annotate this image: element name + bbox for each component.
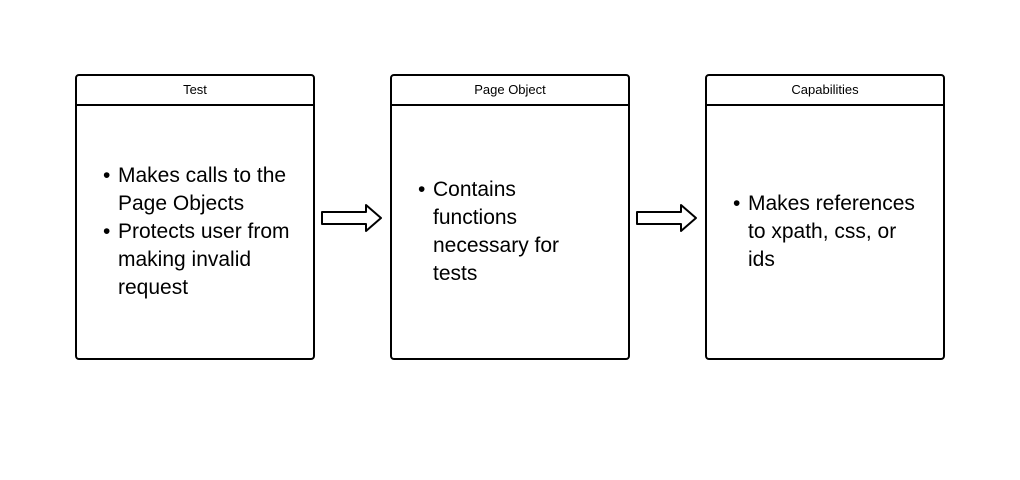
capabilities-box-title: Capabilities [707,76,943,106]
capabilities-bullet-references: Makes references to xpath, css, or ids [733,190,923,274]
page-object-box-body: Contains functions necessary for tests [392,106,628,358]
page-object-bullet-functions: Contains functions necessary for tests [418,176,588,288]
test-bullet-protects-user: Protects user from making invalid reques… [103,218,293,302]
capabilities-box: Capabilities Makes references to xpath, … [705,74,945,360]
test-box-bullets: Makes calls to the Page Objects Protects… [77,162,293,302]
test-box: Test Makes calls to the Page Objects Pro… [75,74,315,360]
page-object-box-bullets: Contains functions necessary for tests [392,176,588,288]
right-arrow-icon [636,204,697,232]
capabilities-box-bullets: Makes references to xpath, css, or ids [707,190,923,274]
right-arrow-icon [321,204,382,232]
page-object-box-title: Page Object [392,76,628,106]
test-bullet-make-calls: Makes calls to the Page Objects [103,162,293,218]
test-box-body: Makes calls to the Page Objects Protects… [77,106,313,358]
page-object-box: Page Object Contains functions necessary… [390,74,630,360]
capabilities-box-body: Makes references to xpath, css, or ids [707,106,943,358]
test-box-title: Test [77,76,313,106]
